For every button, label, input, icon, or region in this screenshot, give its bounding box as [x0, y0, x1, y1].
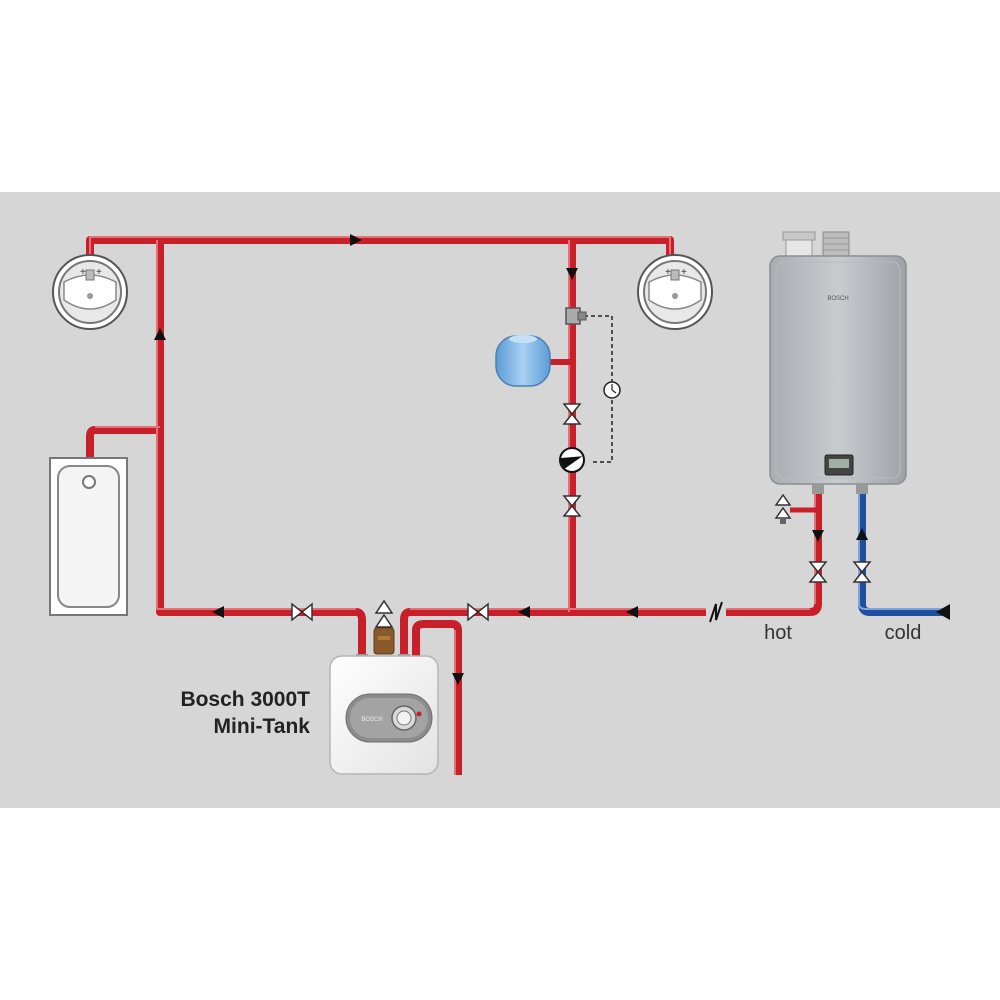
relief-valve-icon: [373, 599, 395, 655]
cold-inlet-arrow-icon: [936, 604, 950, 620]
flow-arrow-icon: [856, 528, 868, 540]
ball-valve-icon: [852, 561, 872, 583]
check-valve-icon: [706, 600, 726, 624]
mini-tank-heater-icon: BOSCH: [329, 654, 439, 775]
svg-text:+: +: [681, 267, 687, 278]
svg-text:+: +: [665, 267, 671, 278]
ball-valve-icon: [808, 561, 828, 583]
sink-right-icon: + +: [637, 254, 713, 330]
svg-text:+: +: [80, 267, 86, 278]
ball-valve-icon: [291, 602, 313, 622]
flow-arrow-icon: [518, 606, 530, 618]
flow-arrow-icon: [626, 606, 638, 618]
flow-arrow-icon: [154, 328, 166, 340]
flow-arrow-icon: [812, 530, 824, 542]
ball-valve-icon: [467, 602, 489, 622]
flow-arrow-icon: [452, 673, 464, 685]
timer-icon: [603, 381, 621, 399]
hot-label: hot: [764, 622, 792, 644]
tank-name-line1: Bosch 3000T: [180, 688, 310, 711]
heater-brand-label: BOSCH: [827, 296, 848, 302]
flow-arrows: [154, 234, 868, 685]
flow-arrow-icon: [566, 268, 578, 280]
flow-arrow-icon: [212, 606, 224, 618]
cold-water-pipe: [858, 470, 945, 616]
tank-name-line2: Mini-Tank: [214, 715, 311, 738]
ball-valve-icon: [562, 403, 582, 425]
pump-icon: [559, 447, 585, 473]
sink-left-icon: + +: [52, 254, 128, 330]
svg-text:+: +: [96, 267, 102, 278]
flow-arrow-icon: [350, 234, 362, 246]
aquastat-icon: [565, 307, 587, 325]
cold-label: cold: [885, 622, 922, 644]
relief-valve-icon: [774, 493, 818, 524]
bathtub-icon: [49, 457, 128, 616]
ball-valve-icon: [562, 495, 582, 517]
tank-brand-label: BOSCH: [361, 717, 382, 723]
tankless-water-heater-icon: BOSCH: [769, 231, 907, 494]
expansion-tank-icon: [495, 335, 572, 387]
